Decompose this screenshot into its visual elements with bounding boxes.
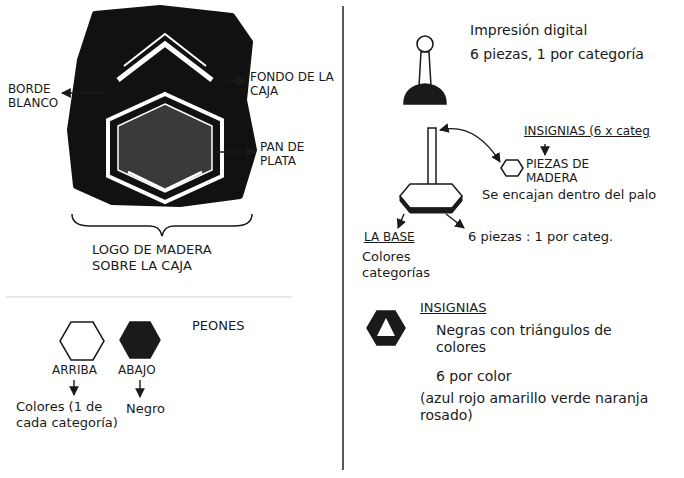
- logo-chevron: [124, 34, 206, 66]
- pawn-bottom-hexagon: [120, 322, 160, 358]
- box-background: [70, 8, 254, 204]
- leader-line: [398, 214, 404, 228]
- callout-label: PAN DE PLATA: [260, 140, 338, 169]
- stand-base: [400, 184, 462, 208]
- note-text: Colores categorías: [362, 249, 448, 280]
- note-text: Se encajan dentro del palo: [482, 187, 662, 203]
- badge-hexagon: [501, 160, 523, 176]
- note-text: 6 piezas : 1 por categ.: [468, 229, 613, 245]
- note-text: (azul rojo amarillo verde naranja rosado…: [420, 390, 670, 424]
- logo-hexagon: [108, 94, 222, 202]
- stand-base-edge: [400, 196, 462, 213]
- leader-line: [214, 151, 255, 152]
- note-text: Colores (1 de cada categoría): [16, 399, 120, 430]
- leader-line: [139, 380, 140, 397]
- leader-line: [446, 214, 464, 228]
- leader-line: [62, 92, 104, 93]
- leader-line: [226, 80, 246, 81]
- callout-label: FONDO DE LA CAJA: [250, 70, 338, 99]
- pawn-neck: [419, 52, 431, 86]
- badge-hexagon: [367, 311, 405, 345]
- note-text: Negras con triángulos de colores: [436, 322, 646, 356]
- section-title: INSIGNIAS: [420, 300, 486, 316]
- leader-line: [73, 380, 74, 395]
- brace: [72, 214, 252, 236]
- pawn-base: [404, 84, 446, 104]
- pawn-top-hexagon: [60, 322, 104, 360]
- section-title: INSIGNIAS (6 x categ: [524, 124, 650, 138]
- note-text: 6 por color: [436, 368, 512, 385]
- leader-line: [544, 144, 545, 155]
- note-text: Impresión digital: [470, 22, 587, 39]
- page-divider: [342, 6, 344, 470]
- badge-triangle: [377, 318, 395, 336]
- side-label: ARRIBA: [52, 363, 97, 377]
- section-rule: [6, 297, 292, 298]
- section-title: PEONES: [192, 318, 244, 334]
- callout-label: BORDE BLANCO: [8, 82, 68, 111]
- callout-label: PIEZAS DE MADERA: [526, 157, 626, 186]
- note-text: Negro: [126, 401, 165, 417]
- logo-chevron: [118, 44, 212, 80]
- note-text: 6 piezas, 1 por categoría: [470, 46, 644, 63]
- logo-chevron: [128, 172, 202, 190]
- silver-leaf-hexagon: [118, 104, 212, 192]
- leader-line: [440, 129, 500, 162]
- side-label: ABAJO: [118, 363, 156, 377]
- section-title: LA BASE: [364, 230, 415, 244]
- pawn-head: [417, 36, 433, 52]
- section-caption: LOGO DE MADERA SOBRE LA CAJA: [92, 242, 252, 273]
